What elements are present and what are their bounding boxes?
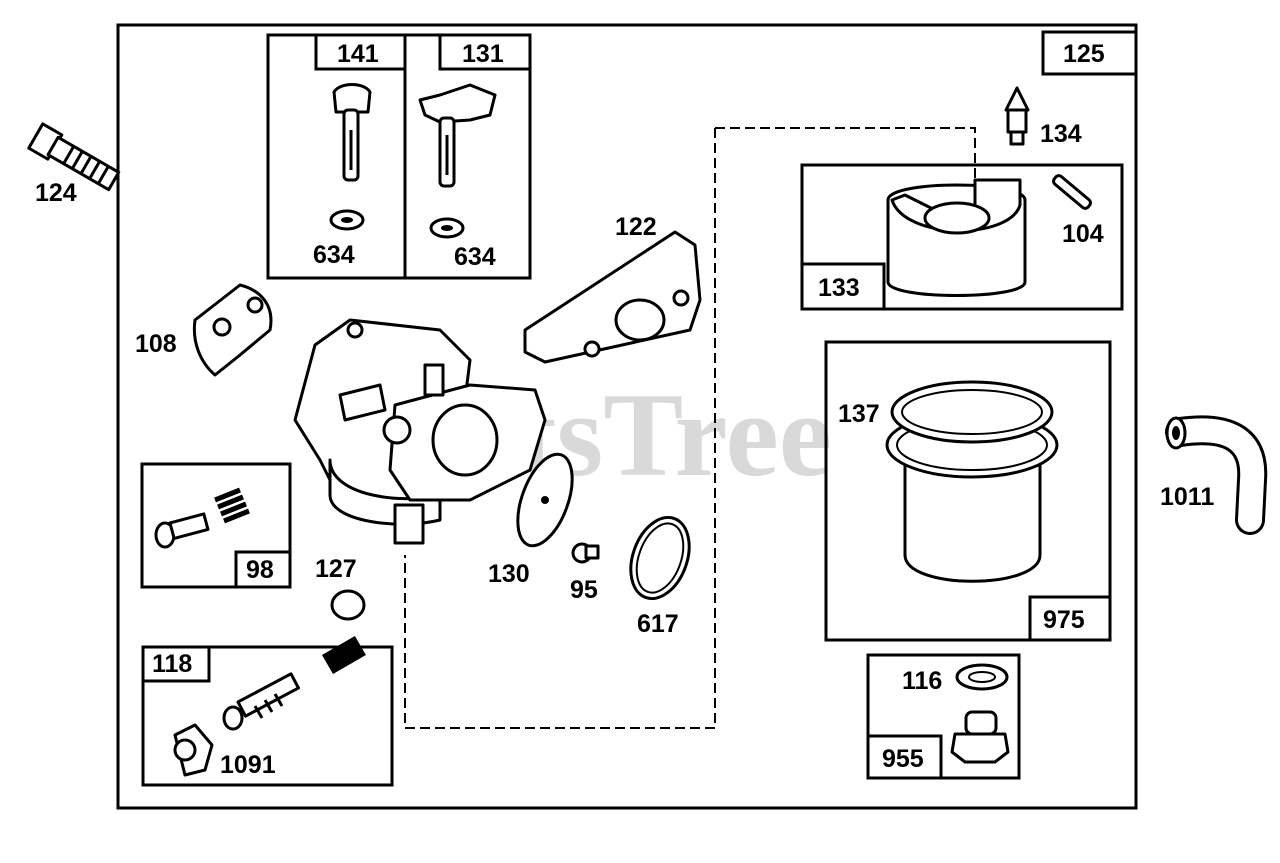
mixture-screw-part	[222, 672, 300, 731]
callout-125: 125	[1063, 40, 1105, 68]
box-131	[403, 33, 532, 280]
float-133-part	[886, 178, 1027, 297]
carburetor-body-part	[293, 318, 547, 545]
box-955	[866, 653, 1021, 780]
label-box-133	[800, 262, 886, 311]
callout-104: 104	[1062, 220, 1104, 248]
housing-part	[173, 723, 214, 777]
callout-1091: 1091	[220, 751, 276, 779]
box-975	[824, 340, 1112, 642]
callout-134: 134	[1040, 120, 1082, 148]
label-box-131	[438, 33, 532, 71]
callout-118: 118	[152, 650, 192, 678]
callout-108: 108	[135, 330, 177, 358]
inlet-needle-134-part	[1004, 86, 1030, 146]
box-98	[140, 462, 292, 589]
idle-screw-98-part	[154, 512, 210, 549]
callout-975: 975	[1043, 606, 1085, 634]
welch-plug-127-part	[330, 589, 366, 621]
callout-130: 130	[488, 560, 530, 588]
callout-634-left: 634	[313, 241, 355, 269]
label-box-98	[234, 550, 292, 589]
label-box-955	[866, 734, 943, 780]
o-ring-617-part	[629, 515, 691, 601]
screw-95-part	[571, 542, 600, 564]
plate-108-part	[192, 283, 273, 377]
callout-617: 617	[637, 610, 679, 638]
bolt-124-part	[27, 122, 121, 192]
bowl-nut-955-part	[950, 710, 1010, 764]
callout-95: 95	[570, 576, 598, 604]
label-box-975	[1028, 595, 1112, 642]
box-133	[800, 163, 1124, 311]
label-box-141	[314, 33, 407, 71]
choke-shaft-131-part	[418, 83, 497, 188]
throttle-shaft-141-part	[332, 83, 372, 182]
callout-634-right: 634	[454, 243, 496, 271]
callout-133: 133	[818, 274, 860, 302]
dashed-connector-line	[404, 128, 716, 729]
float-bowl-975-part	[885, 380, 1059, 583]
callout-122: 122	[615, 213, 657, 241]
float-pin-104-part	[1052, 174, 1092, 210]
callout-116: 116	[902, 667, 942, 695]
callout-127: 127	[315, 555, 357, 583]
callout-98: 98	[246, 556, 274, 584]
dashed-connector-line-top	[715, 127, 976, 205]
idle-spring-part	[214, 487, 250, 524]
outer-frame	[116, 23, 1138, 810]
label-box-125	[1041, 30, 1138, 76]
callout-137: 137	[838, 400, 880, 428]
hose-1011-part	[1165, 415, 1268, 535]
callout-131: 131	[462, 40, 504, 68]
spring-1091-part	[322, 636, 366, 675]
label-box-118	[141, 645, 211, 683]
callout-1011: 1011	[1160, 483, 1214, 511]
callout-124: 124	[35, 179, 77, 207]
box-118	[141, 645, 394, 787]
callout-955: 955	[882, 745, 924, 773]
callout-141: 141	[337, 40, 379, 68]
gasket-122-part	[523, 230, 702, 364]
washer-116-part	[955, 663, 1009, 691]
